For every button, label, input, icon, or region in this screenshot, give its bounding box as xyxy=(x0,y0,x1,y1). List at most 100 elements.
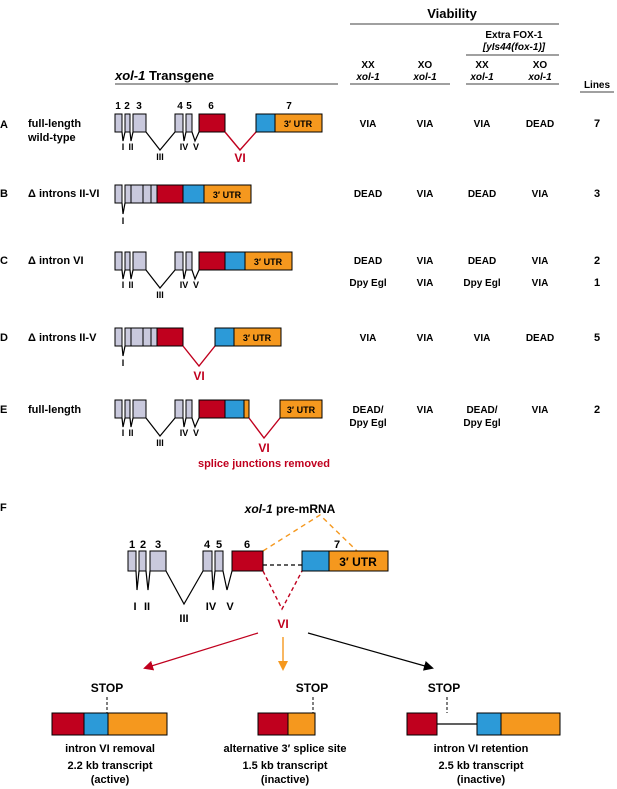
utr xyxy=(244,251,293,271)
intron-vi xyxy=(224,131,257,152)
row-name: Δ intron VI xyxy=(28,255,84,267)
extra-fox1-transgene: [yIs44(fox-1)] xyxy=(482,42,546,53)
transcript-size: 2.2 kb transcript xyxy=(68,760,153,772)
exon-7-coding xyxy=(224,251,246,271)
row-d: D Δ introns II-V 3′ UTR I VI VIA VIA VIA… xyxy=(0,327,600,383)
row-name: full-length xyxy=(28,118,81,130)
intron-label-i: I xyxy=(122,428,125,438)
stop-label: STOP xyxy=(91,681,123,695)
cell: VIA xyxy=(532,405,549,416)
exon-label-6: 6 xyxy=(208,101,214,112)
exon-label-3: 3 xyxy=(136,101,142,112)
cell: DEAD xyxy=(468,189,496,200)
row-c: C Δ intron VI 3′ UTR I II III IV V DEAD … xyxy=(0,251,600,300)
exon-1 xyxy=(127,550,137,572)
transcript-size: 1.5 kb transcript xyxy=(243,760,328,772)
row-name: full-length xyxy=(28,404,81,416)
row-letter: E xyxy=(0,404,7,416)
exon-2 xyxy=(124,399,131,419)
exon-1 xyxy=(114,184,123,204)
exon-7-coding xyxy=(301,550,330,572)
intron-label-iii: III xyxy=(156,152,164,162)
exon-5 xyxy=(150,327,158,347)
exon-5 xyxy=(214,550,224,572)
row-e: E full-length 3′ UTR I II III IV V VI xyxy=(0,399,600,470)
intron-vi xyxy=(248,417,281,440)
intron-label-i: I xyxy=(122,280,125,290)
exon-3 xyxy=(132,113,147,133)
lines-count: 1 xyxy=(594,277,600,289)
exon-6 xyxy=(231,550,264,572)
splice-junctions-note: splice junctions removed xyxy=(198,458,330,470)
exon-4 xyxy=(174,399,184,419)
intron-label-ii: II xyxy=(128,280,133,290)
exon-7-coding xyxy=(224,399,245,419)
col3-karyotype: XX xyxy=(475,60,489,71)
exon-6 xyxy=(198,399,226,419)
exon-3 xyxy=(149,550,167,572)
row-letter: B xyxy=(0,188,8,200)
cell: DEAD xyxy=(468,256,496,267)
exon-3 xyxy=(132,399,147,419)
cell: VIA xyxy=(532,278,549,289)
exon-2 xyxy=(138,550,147,572)
outcome-alt-splice: STOP alternative 3′ splice site 1.5 kb t… xyxy=(223,681,346,786)
utr xyxy=(203,184,252,204)
row-b: B Δ introns II-VI 3′ UTR I DEAD VIA DEAD… xyxy=(0,184,600,226)
intron-vi xyxy=(262,570,303,611)
exon-2 xyxy=(124,251,131,271)
exon-5 xyxy=(185,251,193,271)
cell: DEAD xyxy=(354,189,382,200)
col2-genotype: xol-1 xyxy=(412,72,437,83)
exon-1 xyxy=(114,251,123,271)
exon-4 xyxy=(142,327,152,347)
exon-3 xyxy=(130,327,144,347)
arrow-intron-retention xyxy=(307,632,434,671)
table-header: Viability Extra FOX-1 [yIs44(fox-1)] XX … xyxy=(114,6,614,93)
outcome-intron-retention: STOP intron VI retention 2.5 kb transcri… xyxy=(406,681,561,786)
exon-4 xyxy=(142,184,152,204)
intron-vi xyxy=(182,345,216,368)
exon-6 xyxy=(406,712,438,736)
intron-label-iv: IV xyxy=(180,142,189,152)
intron-label-i: I xyxy=(122,216,125,226)
intron-label-ii: II xyxy=(144,601,150,613)
exon-6 xyxy=(198,251,226,271)
utr-label: 3′ UTR xyxy=(213,190,242,200)
row-name: Δ introns II-VI xyxy=(28,188,99,200)
intron-label-ii: II xyxy=(128,142,133,152)
utr-label: 3′ UTR xyxy=(243,333,272,343)
exon-7-coding xyxy=(83,712,109,736)
panel-f: F xol-1 pre-mRNA 1 2 3 4 5 6 7 3′ UTR I … xyxy=(0,502,561,786)
cell: DEAD/ xyxy=(352,405,383,416)
exon-label-4: 4 xyxy=(177,101,183,112)
utr xyxy=(328,550,389,572)
cell: Dpy Egl xyxy=(349,278,386,289)
cell: VIA xyxy=(532,189,549,200)
alt-splice-path xyxy=(262,514,358,552)
intron-label-vi: VI xyxy=(258,441,269,455)
col2-karyotype: XO xyxy=(418,60,433,71)
row-letter: C xyxy=(0,255,8,267)
cell: VIA xyxy=(360,333,377,344)
lines-count: 7 xyxy=(594,118,600,130)
gene-diagram: 3′ UTR I VI xyxy=(114,327,282,383)
utr-label: 3′ UTR xyxy=(254,257,283,267)
exon-label-5: 5 xyxy=(216,539,222,551)
panel-letter: F xyxy=(0,502,7,514)
lines-header: Lines xyxy=(584,80,611,91)
utr xyxy=(107,712,168,736)
exon-6 xyxy=(51,712,85,736)
orange-segment xyxy=(243,399,250,419)
exon-1 xyxy=(114,399,123,419)
exon-6 xyxy=(257,712,289,736)
exon-1 xyxy=(114,113,123,133)
intron-label-i: I xyxy=(122,142,125,152)
col3-genotype: xol-1 xyxy=(469,72,494,83)
outcome-name: intron VI retention xyxy=(434,743,529,755)
utr xyxy=(279,399,323,419)
pre-mrna-title: xol-1 pre-mRNA xyxy=(244,502,336,516)
gene-diagram: 3′ UTR I II III IV V xyxy=(114,251,293,300)
lines-count: 3 xyxy=(594,188,600,200)
cell: VIA xyxy=(474,119,491,130)
